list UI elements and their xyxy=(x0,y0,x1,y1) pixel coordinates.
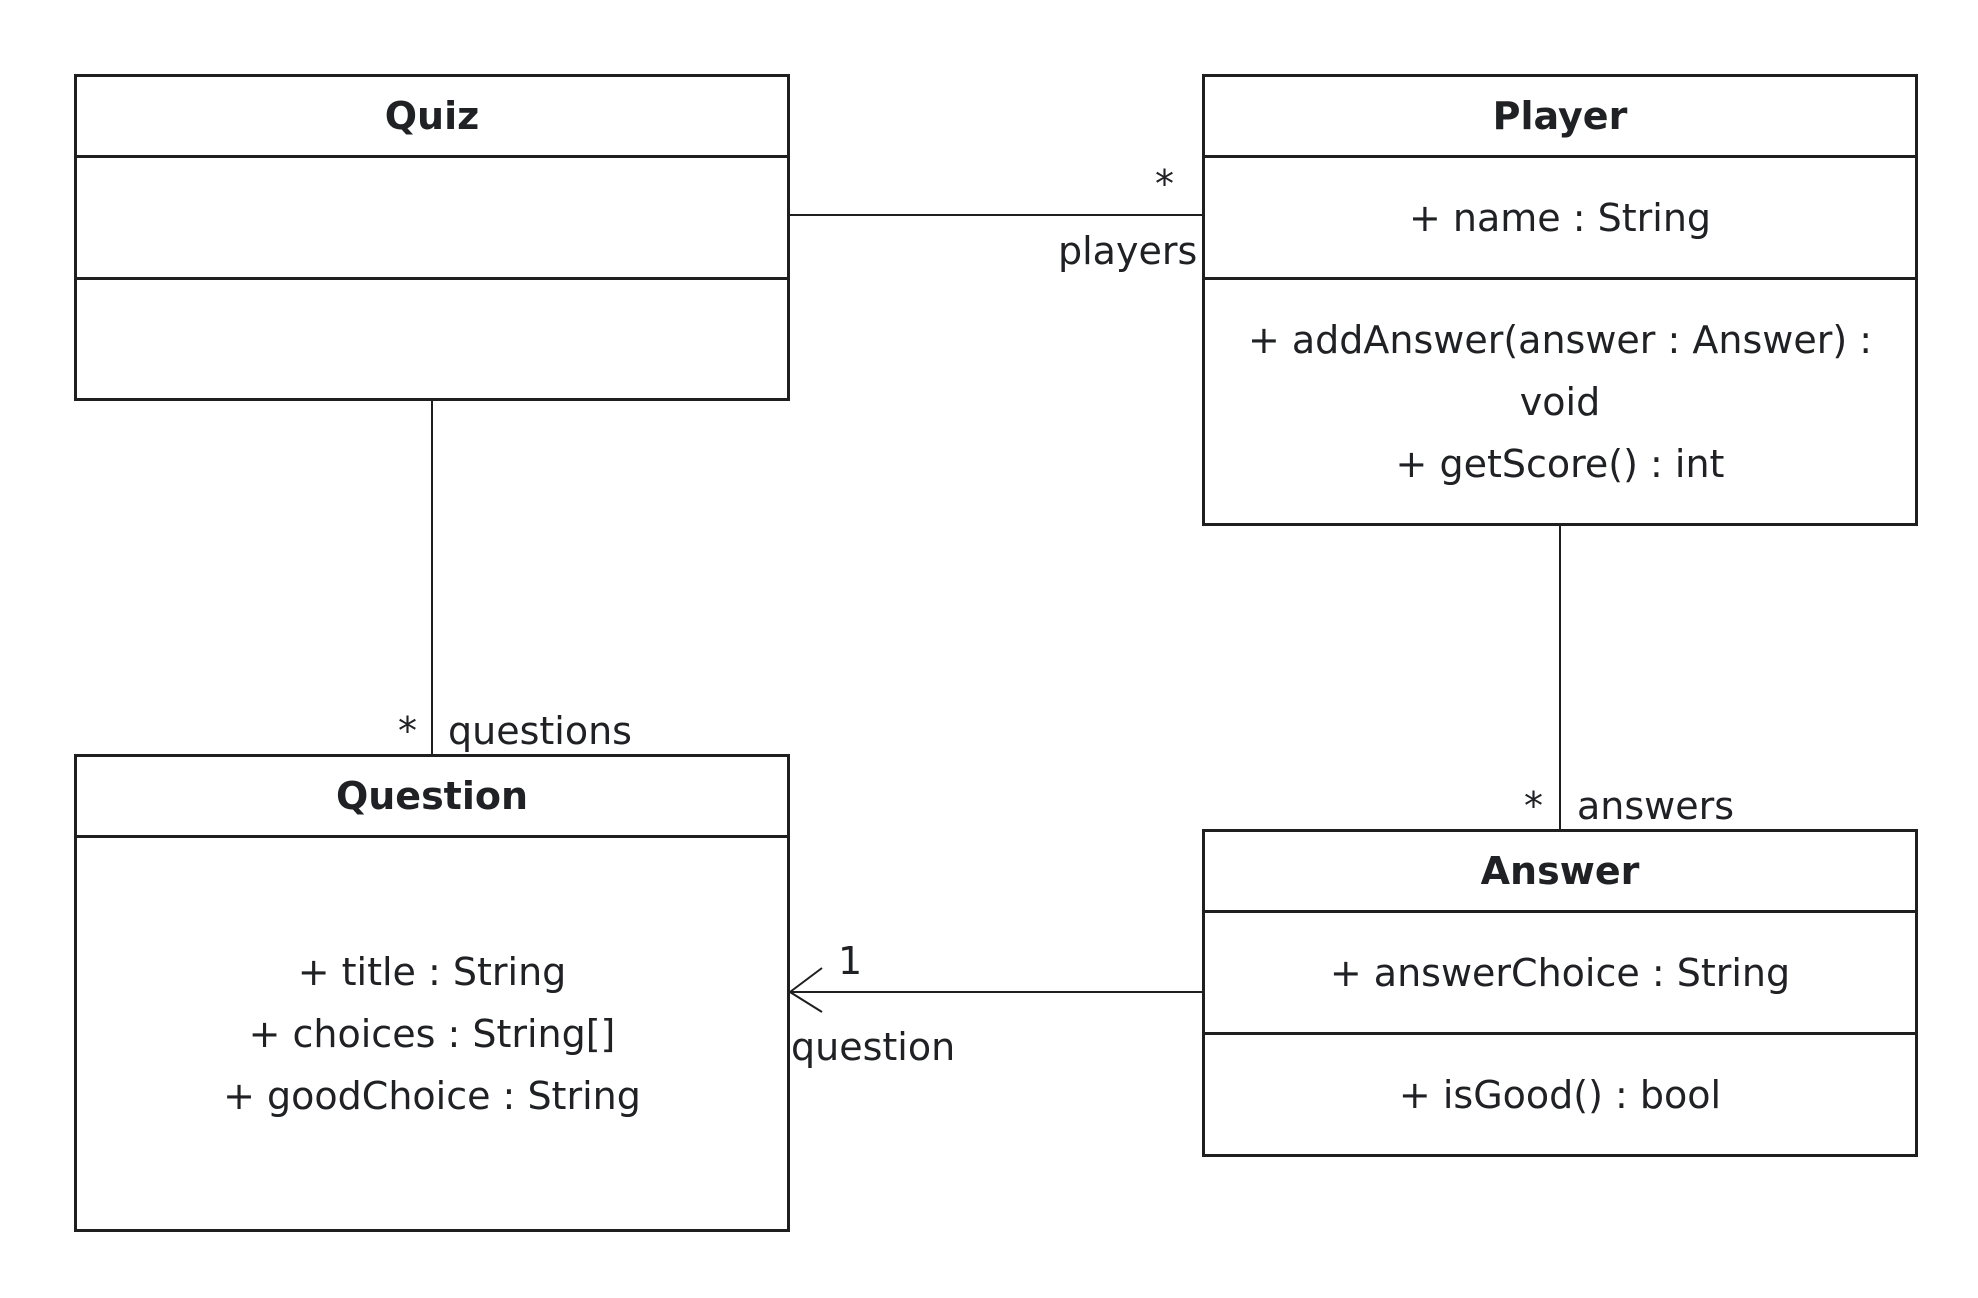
operation-add-answer-return: void xyxy=(1519,379,1601,424)
class-player-attributes: + name : String xyxy=(1205,158,1915,280)
class-answer-attributes: + answerChoice : String xyxy=(1205,913,1915,1035)
players-role-label: players xyxy=(1058,229,1198,273)
class-quiz-attributes xyxy=(77,158,787,280)
operation-get-score: + getScore() : int xyxy=(1395,441,1725,486)
class-question[interactable]: Question + title : String + choices : St… xyxy=(74,754,790,1232)
class-player[interactable]: Player + name : String + addAnswer(answe… xyxy=(1202,74,1918,526)
class-question-attributes: + title : String + choices : String[] + … xyxy=(77,838,787,1229)
class-answer[interactable]: Answer + answerChoice : String + isGood(… xyxy=(1202,829,1918,1157)
class-player-name: Player xyxy=(1205,77,1915,158)
class-player-operations: + addAnswer(answer : Answer) : void + ge… xyxy=(1205,280,1915,523)
class-answer-operations: + isGood() : bool xyxy=(1205,1035,1915,1154)
answers-role-label: answers xyxy=(1577,784,1735,828)
operation-is-good: + isGood() : bool xyxy=(1398,1072,1722,1117)
navigability-arrowhead xyxy=(788,967,823,1013)
operation-add-answer: + addAnswer(answer : Answer) : xyxy=(1247,317,1873,362)
question-multiplicity: 1 xyxy=(838,939,863,983)
class-quiz-operations xyxy=(77,280,787,398)
players-multiplicity: * xyxy=(1155,162,1174,206)
class-quiz-name: Quiz xyxy=(77,77,787,158)
questions-multiplicity: * xyxy=(398,709,417,753)
attribute-name: + name : String xyxy=(1408,195,1712,240)
class-question-name: Question xyxy=(77,757,787,838)
attribute-good-choice: + goodChoice : String xyxy=(223,1073,641,1118)
attribute-answer-choice: + answerChoice : String xyxy=(1329,950,1791,995)
answers-multiplicity: * xyxy=(1524,784,1543,828)
class-answer-name: Answer xyxy=(1205,832,1915,913)
class-quiz[interactable]: Quiz xyxy=(74,74,790,401)
questions-role-label: questions xyxy=(448,709,632,753)
attribute-choices: + choices : String[] xyxy=(248,1011,616,1056)
question-role-label: question xyxy=(791,1025,956,1069)
attribute-title: + title : String xyxy=(297,949,567,994)
